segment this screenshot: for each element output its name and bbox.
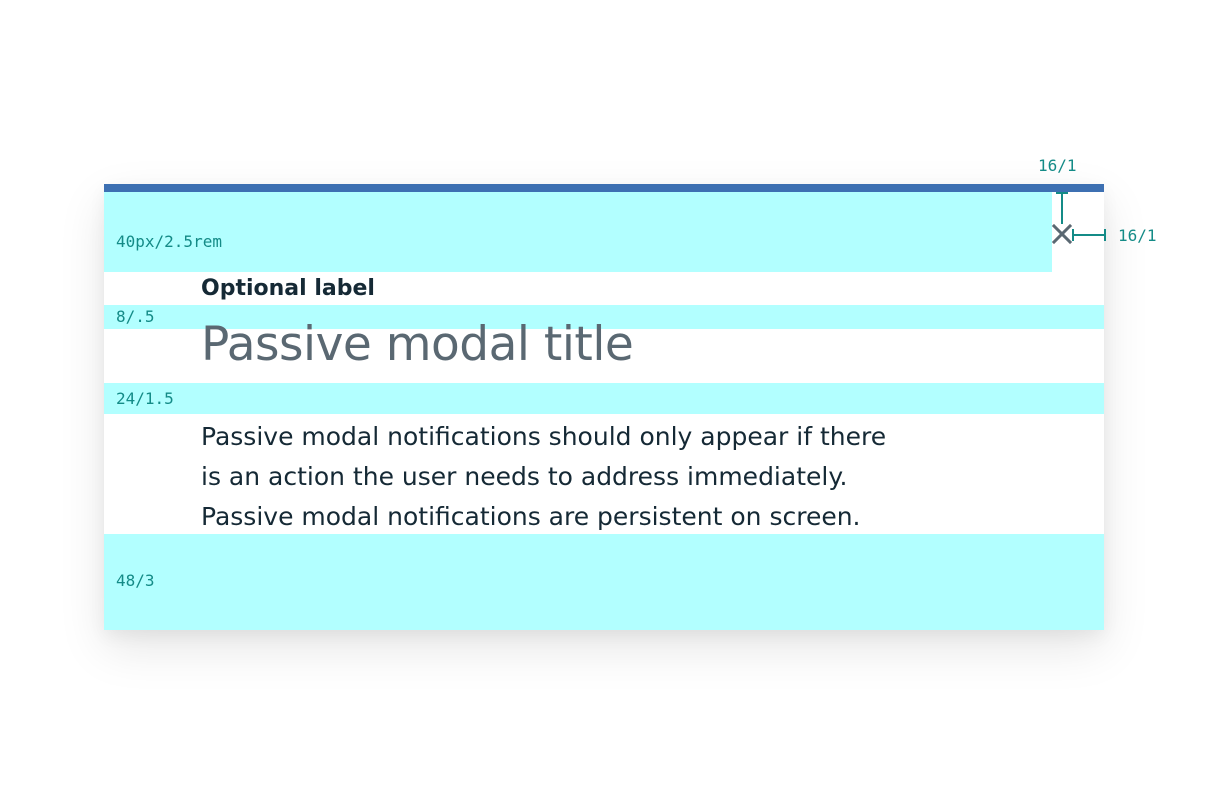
modal-body-line: Passive modal notifications are persiste… xyxy=(201,502,861,531)
modal-body-line: Passive modal notifications should only … xyxy=(201,422,887,451)
modal-body-line: is an action the user needs to address i… xyxy=(201,462,848,491)
spacer-title-body: 24/1.5 xyxy=(104,383,1104,414)
spacer-label-title: 8/.5 xyxy=(104,305,1104,329)
close-icon[interactable] xyxy=(1051,223,1073,245)
spacer-bottom: 48/3 xyxy=(104,534,1104,630)
annotation-title-body-spacing: 24/1.5 xyxy=(116,389,174,408)
modal-top-accent-bar xyxy=(104,184,1104,192)
annotation-header-spacing: 40px/2.5rem xyxy=(116,232,222,251)
annotation-bottom-spacing: 48/3 xyxy=(116,571,155,590)
passive-modal: 40px/2.5rem 8/.5 24/1.5 48/3 Optional la… xyxy=(104,184,1104,630)
spacer-header: 40px/2.5rem xyxy=(104,192,1052,272)
annotation-close-right: 16/1 xyxy=(1118,226,1157,245)
modal-title: Passive modal title xyxy=(201,317,634,372)
modal-body: Passive modal notifications should only … xyxy=(201,417,886,537)
annotation-close-top: 16/1 xyxy=(1038,156,1077,175)
annotation-label-title-spacing: 8/.5 xyxy=(116,307,155,326)
optional-label: Optional label xyxy=(201,276,375,301)
